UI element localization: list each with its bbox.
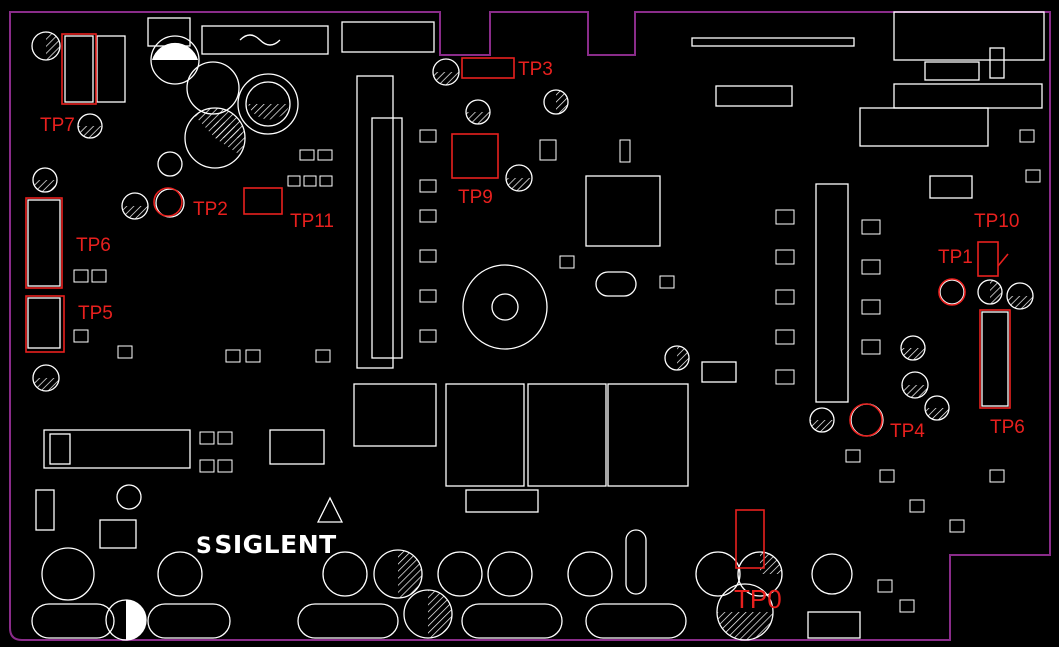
- tp11-label: TP11: [290, 211, 335, 232]
- tp10-arrow: [997, 253, 1009, 267]
- board-outline: [9, 11, 1051, 641]
- tp4-marker: [849, 403, 883, 437]
- tp2-marker: [243, 187, 283, 215]
- tp0-marker: [735, 509, 765, 569]
- tp10-label: TP10: [974, 211, 1020, 232]
- tp8-marker: [25, 197, 63, 289]
- tp7-marker: [61, 33, 97, 105]
- tp2-circle-marker: [153, 187, 183, 217]
- tp5-label: TP5: [78, 303, 113, 324]
- tp9-label: TP9: [458, 187, 493, 208]
- tp6-right-marker: [979, 309, 1011, 409]
- tp3-marker: [461, 57, 515, 79]
- tp5-marker: [25, 295, 65, 353]
- tp10-marker: [977, 241, 999, 277]
- tp0-label: TP0: [734, 584, 782, 614]
- capacitor-half-white-bottom: [126, 600, 146, 640]
- tp6-right-label: TP6: [990, 417, 1025, 438]
- tp2-label: TP2: [193, 199, 228, 220]
- tp4-label: TP4: [890, 421, 925, 442]
- tp1-label: TP1: [938, 247, 973, 268]
- siglent-logo-mark: S: [196, 534, 213, 559]
- tp3-label: TP3: [518, 59, 553, 80]
- capacitor-half-white: [152, 42, 198, 60]
- tp7-label: TP7: [40, 115, 75, 136]
- tp1-marker: [938, 278, 966, 306]
- siglent-logo-text: SIGLENT: [214, 530, 337, 559]
- siglent-logo: SSIGLENT: [196, 530, 337, 559]
- tp9-marker: [451, 133, 499, 179]
- tp6-left-label: TP6: [76, 235, 111, 256]
